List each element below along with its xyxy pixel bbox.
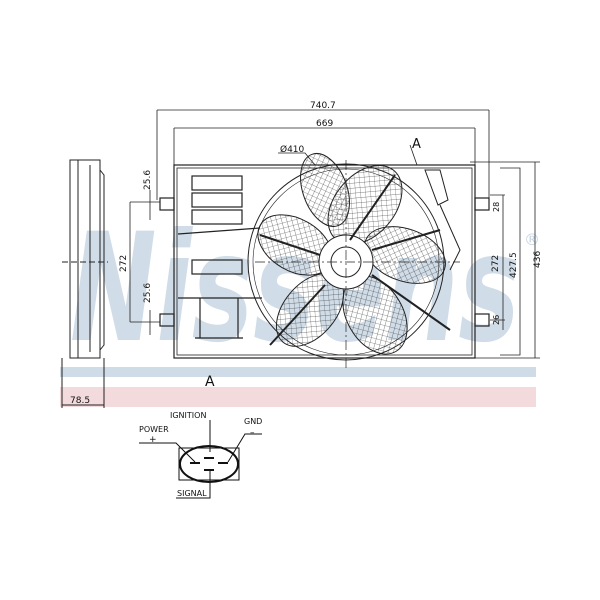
connector-ignition-label: IGNITION (170, 411, 206, 420)
dim-right-mount-top: 28 (492, 202, 501, 212)
connector-power-label: POWER (139, 425, 169, 434)
connector-signal-label: SIGNAL (177, 489, 207, 498)
dim-depth: 78.5 (70, 396, 90, 406)
dim-right-mount-bottom: 26 (492, 315, 501, 325)
dim-left-mount-bottom: 25.6 (143, 283, 153, 303)
fan-rotor (247, 153, 461, 368)
registered-mark: ® (524, 230, 540, 249)
dim-fan-diameter: Ø410 (280, 144, 305, 155)
connector-diagram (139, 420, 262, 499)
dim-height-inner: 427.5 (509, 252, 519, 278)
dim-height-overall: 436 (533, 251, 543, 268)
dim-right-height: 272 (491, 255, 501, 272)
section-label-top: A (412, 137, 421, 152)
watermark-band-blue (60, 367, 536, 377)
dim-left-height: 272 (119, 255, 129, 272)
dim-frame-width: 669 (316, 119, 333, 129)
connector-gnd-label: GND (244, 417, 262, 426)
watermark-band-pink (60, 387, 536, 407)
connector-gnd-sign: – (250, 428, 255, 438)
dimension-lines (129, 109, 540, 359)
dim-left-mount-top: 25.6 (143, 170, 153, 190)
section-label-bottom: A (205, 374, 215, 390)
connector-power-sign: + (149, 435, 157, 445)
side-view (61, 159, 108, 408)
dim-overall-width: 740.7 (310, 101, 336, 111)
